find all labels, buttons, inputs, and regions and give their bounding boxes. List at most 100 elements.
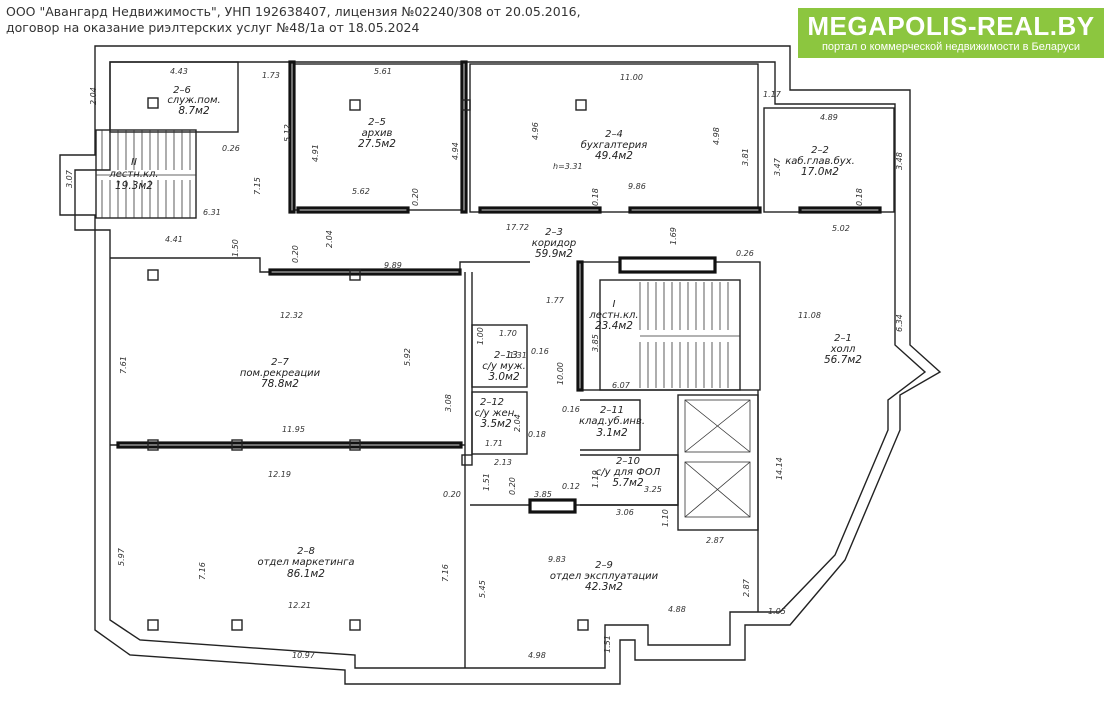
room-2-3-id: 2–3	[545, 227, 563, 238]
partitions	[109, 61, 895, 668]
dimension-label: h=3.31	[553, 162, 583, 171]
room-2-8-id: 2–8	[297, 546, 315, 557]
dimension-label: 0.20	[508, 477, 517, 495]
dimension-label: 0.12	[562, 482, 580, 491]
dimension-label: 0.20	[411, 188, 420, 206]
dimension-label: 11.00	[620, 73, 643, 82]
dimension-label: 0.26	[736, 249, 754, 258]
dimension-label: 1.51	[482, 473, 491, 491]
dimension-label: 9.83	[548, 555, 566, 564]
room-2-3-name: коридор	[532, 238, 576, 249]
dimension-label: 4.43	[170, 67, 188, 76]
dimension-label: 3.81	[741, 148, 750, 166]
room-2-1-name: холл	[830, 344, 856, 355]
dimension-label: 10.97	[292, 651, 316, 660]
room-2-12-id: 2–12	[480, 397, 504, 408]
dimension-label: 12.21	[288, 601, 311, 610]
columns	[147, 97, 589, 631]
dimension-label: 3.08	[444, 394, 453, 412]
room-2-7-id: 2–7	[271, 357, 289, 368]
dimension-label: 2.13	[494, 458, 512, 467]
dimension-label: 4.41	[165, 235, 183, 244]
outer-walls	[59, 45, 942, 685]
dimension-label: 12.32	[280, 311, 303, 320]
dimension-label: 6.34	[895, 314, 904, 332]
dimension-label: 2.04	[513, 414, 522, 432]
dimension-label: 1.00	[476, 327, 485, 345]
room-2-10-id: 2–10	[616, 456, 640, 467]
dimension-label: 7.16	[198, 562, 207, 580]
dimension-label: 10.00	[556, 362, 565, 385]
room-2-13-area: 3.0м2	[488, 371, 520, 383]
dimension-label: 1.10	[661, 509, 670, 527]
room-2-6-area: 8.7м2	[178, 105, 210, 117]
dimension-label: 7.16	[441, 564, 450, 582]
dimension-label: 0.18	[591, 188, 600, 206]
dimension-label: 3.48	[895, 152, 904, 170]
dimension-label: 1.17	[763, 90, 782, 99]
dimension-label: 2.04	[89, 87, 98, 105]
room-2-12-area: 3.5м2	[480, 418, 512, 430]
room-2-6-name: служ.пом.	[167, 95, 220, 106]
room-2-4-id: 2–4	[605, 129, 623, 140]
dimension-label: 0.16	[531, 347, 549, 356]
staircase-I	[599, 279, 741, 391]
dimension-label: 1.19	[591, 470, 600, 488]
dimension-label: 5.61	[374, 67, 392, 76]
room-2-13-name: с/у муж.	[482, 361, 526, 372]
dimension-label: 2.87	[742, 578, 751, 597]
dimension-label: 4.98	[712, 127, 721, 145]
room-2-13-id: 2–13	[494, 350, 518, 361]
dimension-label: 7.61	[119, 356, 128, 374]
room-2-2-area: 17.0м2	[801, 166, 839, 178]
room-2-12-name: с/у жен.	[475, 408, 518, 419]
dimension-label: 4.96	[531, 122, 540, 140]
dimension-label: 3.85	[591, 334, 600, 352]
room-2-8-area: 86.1м2	[287, 568, 325, 580]
dimension-label: 1.31	[509, 351, 527, 360]
dimension-label: 4.89	[820, 113, 838, 122]
dimension-label: 3.25	[644, 485, 662, 494]
site-logo-subtitle: портал о коммерческой недвижимости в Бел…	[821, 41, 1081, 53]
room-2-3-area: 59.9м2	[535, 248, 573, 260]
dimension-label: 9.89	[384, 261, 402, 270]
dimension-label: 1.71	[485, 439, 503, 448]
room-2-9-area: 42.3м2	[585, 581, 623, 593]
dimension-label: 3.85	[534, 490, 552, 499]
dimension-label: 1.70	[499, 329, 517, 338]
room-2-1-id: 2–1	[834, 333, 852, 344]
dimension-label: 11.08	[798, 311, 821, 320]
dimension-label: 5.12	[283, 124, 292, 142]
stair-I-area: 23.4м2	[595, 320, 633, 332]
dimension-label: 0.16	[562, 405, 580, 414]
room-2-9-name: отдел эксплуатации	[550, 571, 659, 582]
dimension-label: 1.77	[546, 296, 565, 305]
room-2-8-name: отдел маркетинга	[257, 557, 354, 568]
room-2-5-area: 27.5м2	[358, 138, 396, 150]
dimension-label: 1.69	[669, 227, 678, 245]
listing-header: ООО "Авангард Недвижимость", УНП 1926384…	[6, 4, 581, 36]
dimension-label: 3.07	[65, 169, 74, 188]
dimension-label: 4.88	[668, 605, 686, 614]
room-2-2-name: каб.глав.бух.	[785, 155, 855, 167]
dimension-label: 6.07	[612, 381, 631, 390]
site-logo-badge[interactable]: MEGAPOLIS-REAL.BY портал о коммерческой …	[798, 8, 1104, 58]
dimension-label: 0.20	[291, 245, 300, 263]
dimension-label: 0.18	[528, 430, 546, 439]
dimension-label: 17.72	[506, 223, 529, 232]
room-2-10-area: 5.7м2	[612, 477, 644, 489]
dimension-label: 14.14	[775, 457, 784, 480]
dimension-label: 5.45	[478, 580, 487, 598]
dimension-label: 0.20	[443, 490, 461, 499]
room-2-9-id: 2–9	[595, 560, 613, 571]
dimension-label: 11.95	[282, 425, 305, 434]
room-2-11-area: 3.1м2	[596, 427, 628, 439]
room-2-11-name: клад.уб.инв.	[579, 415, 645, 427]
dimension-label: 1.73	[262, 71, 280, 80]
stair-II-area: 19.3м2	[115, 180, 153, 192]
room-2-4-name: бухгалтерия	[581, 139, 648, 151]
stair-II-name: лестн.кл.	[108, 169, 158, 180]
dimension-label: 9.86	[628, 182, 646, 191]
room-2-5-name: архив	[362, 128, 393, 139]
dimension-label: 0.18	[855, 188, 864, 206]
